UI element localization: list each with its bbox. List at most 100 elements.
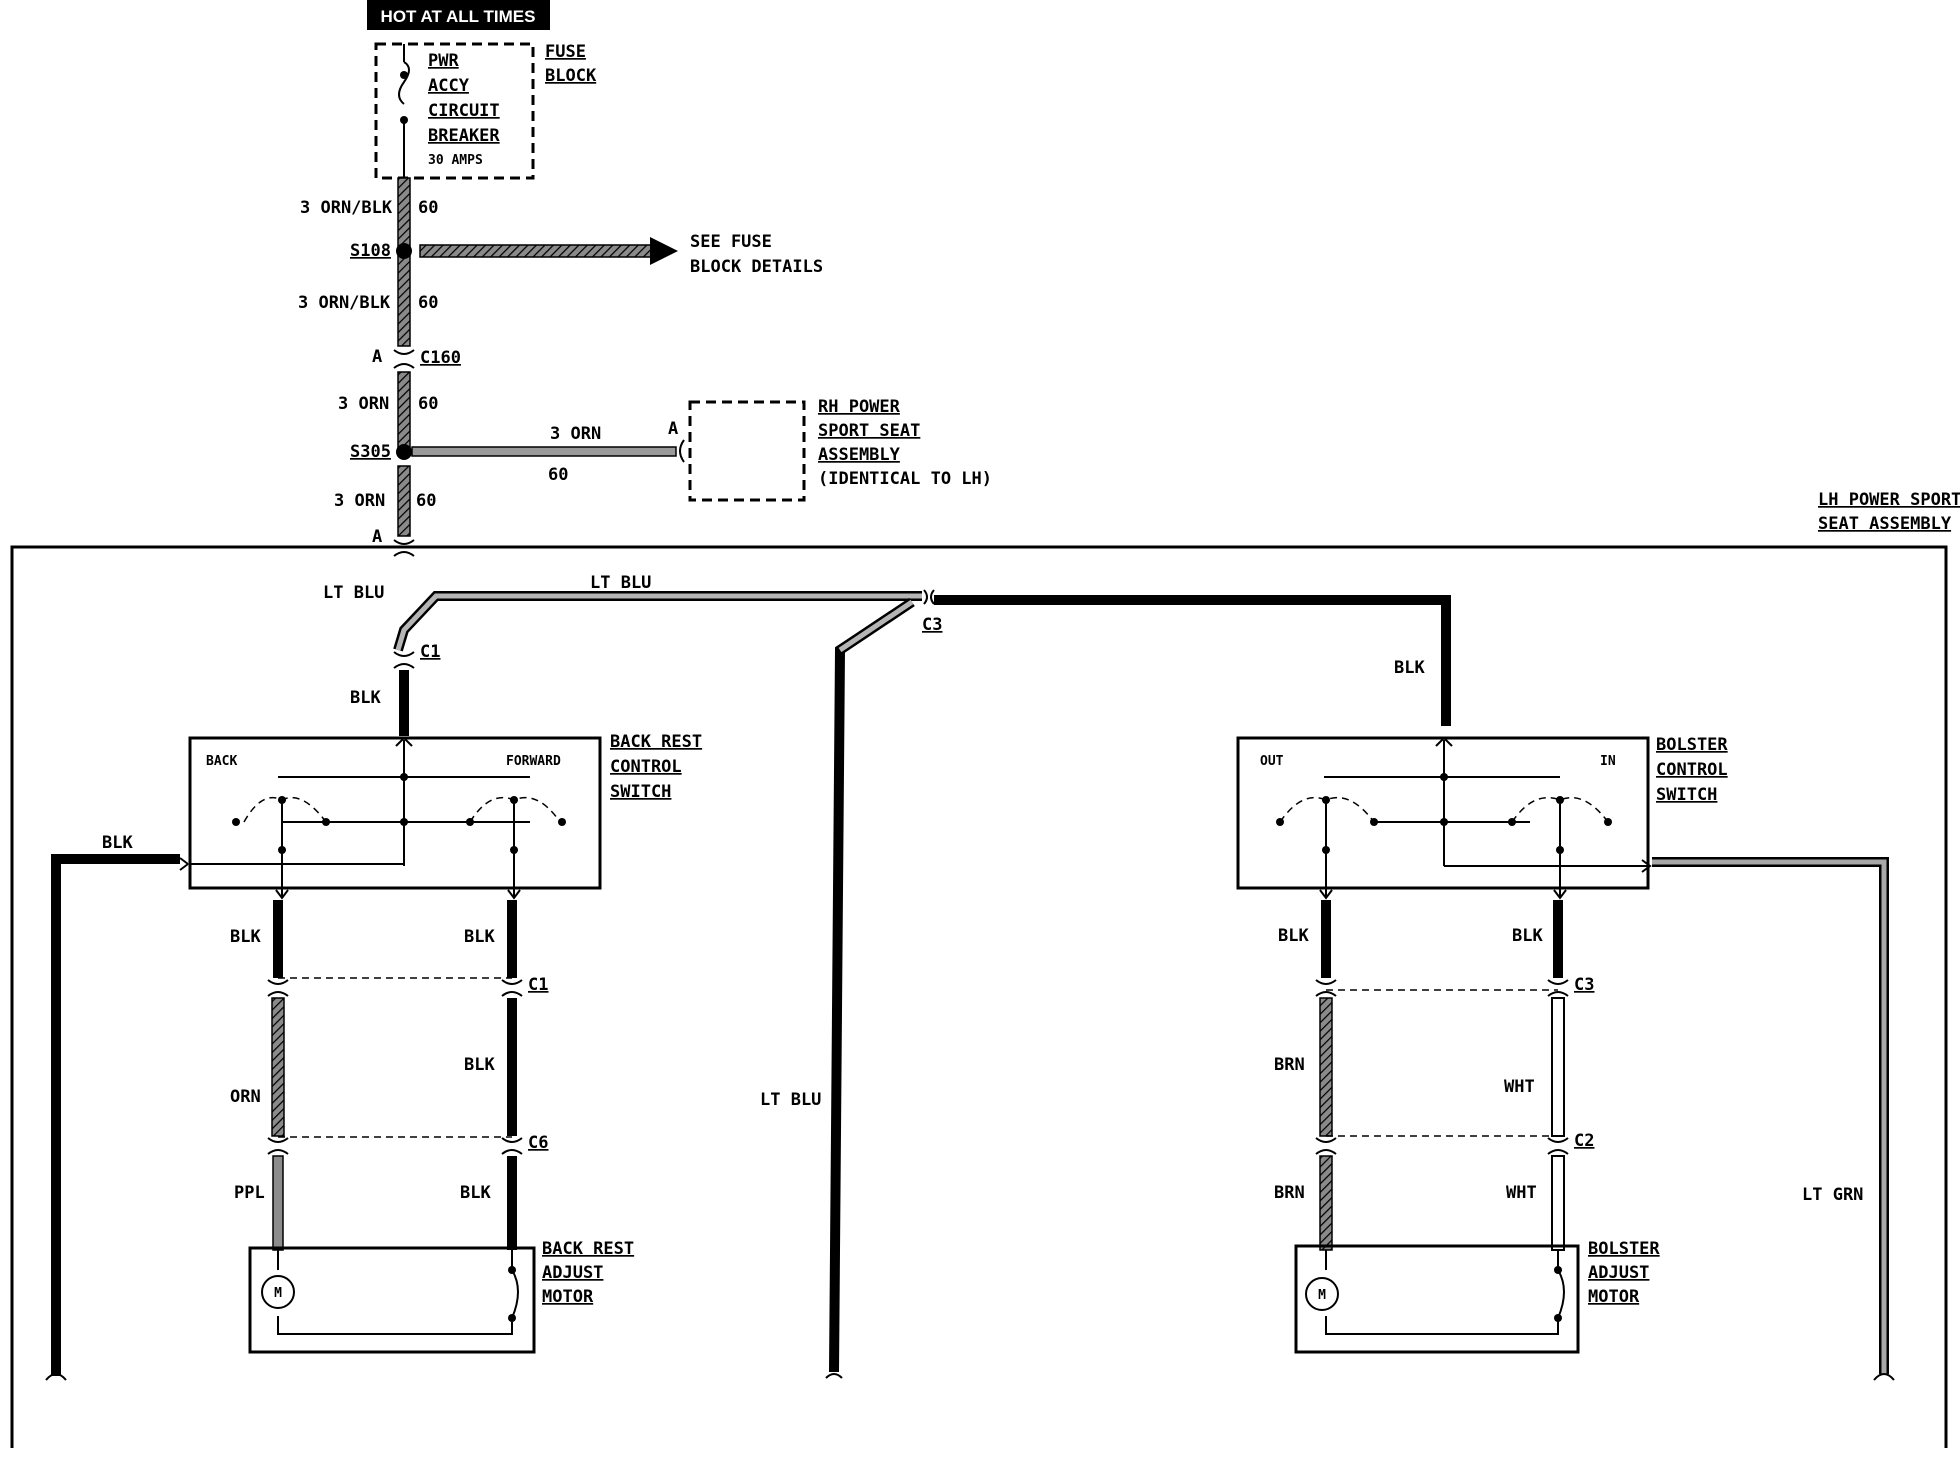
- c160-pin-label: A: [372, 347, 382, 367]
- connector-c3-top-symbol: [923, 589, 935, 605]
- wire-top-2-circuit: 60: [418, 293, 438, 313]
- bolster-motor-symbol: M: [1318, 1288, 1326, 1303]
- breaker-rating: 30 AMPS: [428, 153, 483, 168]
- bolster-motor-title-1: BOLSTER: [1588, 1239, 1660, 1259]
- rh-seat-line-3: ASSEMBLY: [818, 445, 901, 465]
- backrest-motor-wiring: [267, 900, 523, 1251]
- blk-br-d-label: BLK: [460, 1183, 491, 1203]
- blk-br-a-label: BLK: [230, 927, 261, 947]
- blk-left-label: BLK: [102, 833, 133, 853]
- rh-branch-wire-name: 3 ORN: [550, 424, 601, 444]
- rh-seat-line-2: SPORT SEAT: [818, 421, 920, 441]
- rh-seat-branch: [411, 400, 806, 502]
- fuse-details-line-2: BLOCK DETAILS: [690, 257, 823, 277]
- blk-bo-a-label: BLK: [1278, 926, 1309, 946]
- backrest-switch-title-1: BACK REST: [610, 732, 702, 752]
- rh-seat-box: [688, 400, 806, 502]
- connector-c3-right-label: C3: [1574, 975, 1594, 995]
- bolster-motor-symbol-circle: [1305, 1277, 1339, 1311]
- wht-2-label: WHT: [1506, 1183, 1537, 1203]
- backrest-control-switch: [179, 736, 602, 900]
- wire-top-2-name: 3 ORN/BLK: [298, 293, 391, 313]
- backrest-motor-symbol-circle: [261, 1275, 295, 1309]
- connector-c6-label: C6: [528, 1133, 548, 1153]
- connector-c160-label: C160: [420, 348, 461, 368]
- blk-br-c-label: BLK: [464, 1055, 495, 1075]
- bolster-switch-title-3: SWITCH: [1656, 785, 1717, 805]
- blk-c1-label: BLK: [350, 688, 381, 708]
- connector-c2-label: C2: [1574, 1131, 1594, 1151]
- splice-s305-label: S305: [350, 442, 391, 462]
- lt-blu-label-3: LT BLU: [760, 1090, 821, 1110]
- bolster-switch-right-label: IN: [1600, 754, 1616, 769]
- wire-top-1-circuit: 60: [418, 198, 438, 218]
- hot-at-all-times-banner: HOT AT ALL TIMES: [367, 0, 550, 30]
- lt-grn-label: LT GRN: [1802, 1185, 1863, 1205]
- bolster-switch-left-label: OUT: [1260, 754, 1284, 769]
- blk-bolster-wire: [934, 595, 1451, 726]
- backrest-switch-title-2: CONTROL: [610, 757, 682, 777]
- lh-seat-assembly-outline: [10, 545, 1948, 1448]
- lt-blu-harness: [393, 589, 935, 1379]
- backrest-adjust-motor: M: [248, 1246, 536, 1354]
- splice-s108-label: S108: [350, 241, 391, 261]
- breaker-line-1: PWR: [428, 51, 459, 71]
- backrest-motor-title-3: MOTOR: [542, 1287, 594, 1307]
- rh-seat-pin-label: A: [668, 419, 678, 439]
- wire-top-4-name: 3 ORN: [334, 491, 385, 511]
- fuse-details-arrow: [419, 237, 678, 265]
- connector-c1-left-label: C1: [528, 975, 548, 995]
- bolster-motor-wiring: [1315, 900, 1569, 1251]
- bolster-adjust-motor: M: [1294, 1244, 1580, 1354]
- fuse-block-label-2: BLOCK: [545, 66, 597, 86]
- seat-entry-connector-symbol: [393, 539, 415, 557]
- orn-label: ORN: [230, 1087, 261, 1107]
- lt-grn-ground-wire: [1652, 857, 1889, 1374]
- circuit-breaker-symbol: [398, 44, 410, 178]
- bolster-motor-title-2: ADJUST: [1588, 1263, 1649, 1283]
- main-feed-wire: [393, 177, 415, 557]
- lt-blu-label-2: LT BLU: [590, 573, 651, 593]
- blk-br-b-label: BLK: [464, 927, 495, 947]
- connector-c1-top-symbol: [393, 651, 415, 669]
- lt-blu-label-1: LT BLU: [323, 583, 384, 603]
- fuse-block: PWR ACCY CIRCUIT BREAKER 30 AMPS FUSE BL…: [374, 42, 597, 180]
- backrest-switch-left-label: BACK: [206, 754, 237, 769]
- brn-2-label: BRN: [1274, 1183, 1305, 1203]
- wire-top-3-name: 3 ORN: [338, 394, 389, 414]
- banner-label: HOT AT ALL TIMES: [381, 7, 536, 26]
- bolster-switch-title-1: BOLSTER: [1656, 735, 1728, 755]
- fuse-block-label-1: FUSE: [545, 42, 586, 62]
- bolster-motor-title-3: MOTOR: [1588, 1287, 1640, 1307]
- connector-c1-top-label: C1: [420, 642, 440, 662]
- breaker-line-4: BREAKER: [428, 126, 500, 146]
- splice-s305-dot: [396, 444, 412, 460]
- blk-bolster-label: BLK: [1394, 658, 1425, 678]
- wht-1-label: WHT: [1504, 1077, 1535, 1097]
- seat-entry-pin-label: A: [372, 527, 382, 547]
- breaker-line-3: CIRCUIT: [428, 101, 500, 121]
- rh-branch-wire-circuit: 60: [548, 465, 568, 485]
- connector-c3-top-label: C3: [922, 615, 942, 635]
- brn-1-label: BRN: [1274, 1055, 1305, 1075]
- lh-seat-line-1: LH POWER SPORT: [1818, 490, 1960, 510]
- wire-top-1-name: 3 ORN/BLK: [300, 198, 393, 218]
- fuse-details-line-1: SEE FUSE: [690, 232, 772, 252]
- rh-seat-line-1: RH POWER: [818, 397, 901, 417]
- bolster-switch-title-2: CONTROL: [1656, 760, 1728, 780]
- wire-top-3-circuit: 60: [418, 394, 438, 414]
- backrest-motor-title-2: ADJUST: [542, 1263, 603, 1283]
- bolster-control-switch: [1236, 736, 1652, 900]
- breaker-line-2: ACCY: [428, 76, 470, 96]
- backrest-switch-title-3: SWITCH: [610, 782, 671, 802]
- rh-seat-line-4: (IDENTICAL TO LH): [818, 469, 992, 489]
- blk-bo-b-label: BLK: [1512, 926, 1543, 946]
- backrest-switch-right-label: FORWARD: [506, 754, 561, 769]
- lh-seat-line-2: SEAT ASSEMBLY: [1818, 514, 1952, 534]
- wire-top-4-circuit: 60: [416, 491, 436, 511]
- backrest-motor-title-1: BACK REST: [542, 1239, 634, 1259]
- splice-s108-dot: [396, 243, 412, 259]
- backrest-motor-symbol: M: [274, 1286, 282, 1301]
- blk-left-ground-wire: [51, 854, 180, 1376]
